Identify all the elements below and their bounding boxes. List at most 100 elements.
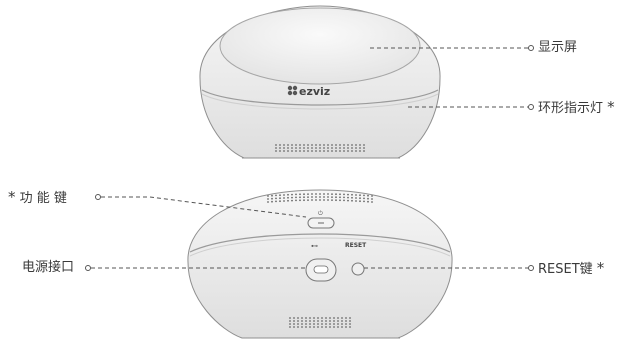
grille-hole bbox=[331, 144, 333, 146]
grille-hole bbox=[341, 326, 343, 328]
grille-hole bbox=[341, 320, 343, 322]
label-function-key-star: * bbox=[8, 188, 16, 206]
label-reset-key-star: * bbox=[596, 259, 605, 277]
grille-hole bbox=[301, 326, 303, 328]
grille-hole bbox=[333, 317, 335, 319]
grille-hole bbox=[317, 326, 319, 328]
grille-hole bbox=[327, 199, 329, 201]
grille-hole bbox=[315, 147, 317, 149]
grille-hole bbox=[289, 320, 291, 322]
grille-hole bbox=[297, 326, 299, 328]
top-device-ring-light bbox=[201, 89, 439, 106]
grille-hole bbox=[311, 196, 313, 198]
grille-hole bbox=[343, 144, 345, 146]
grille-hole bbox=[287, 193, 289, 196]
grille-hole bbox=[267, 198, 269, 200]
grille-hole bbox=[315, 150, 317, 152]
grille-hole bbox=[351, 150, 353, 152]
grille-hole bbox=[279, 194, 281, 197]
grille-hole bbox=[349, 320, 351, 322]
grille-hole bbox=[275, 200, 277, 203]
grille-hole bbox=[319, 150, 321, 152]
grille-hole bbox=[295, 196, 297, 199]
grille-hole bbox=[311, 199, 313, 201]
grille-hole bbox=[347, 199, 349, 202]
grille-hole bbox=[343, 196, 345, 199]
grille-hole bbox=[355, 197, 357, 199]
grille-hole bbox=[321, 317, 323, 319]
grille-hole bbox=[371, 198, 373, 200]
label-power-port-text: 电源接口 bbox=[22, 260, 75, 275]
grille-hole bbox=[291, 144, 293, 146]
grille-hole bbox=[303, 144, 305, 146]
grille-hole bbox=[339, 144, 341, 146]
grille-hole bbox=[301, 320, 303, 322]
grille-hole bbox=[363, 144, 365, 146]
grille-hole bbox=[347, 144, 349, 146]
grille-hole bbox=[343, 150, 345, 152]
grille-hole bbox=[367, 200, 369, 203]
grille-hole bbox=[271, 194, 273, 197]
grille-hole bbox=[323, 193, 325, 195]
reset-button[interactable] bbox=[351, 262, 365, 276]
grille-hole bbox=[309, 323, 311, 325]
grille-hole bbox=[347, 196, 349, 199]
grille-hole bbox=[307, 147, 309, 149]
grille-hole bbox=[355, 147, 357, 149]
grille-hole bbox=[293, 326, 295, 328]
grille-hole bbox=[295, 150, 297, 152]
grille-hole bbox=[325, 323, 327, 325]
grille-hole bbox=[323, 196, 325, 198]
grille-hole bbox=[301, 323, 303, 325]
grille-hole bbox=[363, 150, 365, 152]
grille-hole bbox=[303, 147, 305, 149]
grille-hole bbox=[313, 320, 315, 322]
grille-hole bbox=[283, 194, 285, 196]
grille-hole bbox=[323, 150, 325, 152]
grille-hole bbox=[271, 200, 273, 203]
grille-hole bbox=[283, 150, 285, 152]
grille-hole bbox=[291, 196, 293, 199]
grille-hole bbox=[307, 144, 309, 146]
grille-hole bbox=[319, 193, 321, 195]
grille-hole bbox=[271, 197, 273, 200]
grille-hole bbox=[299, 193, 301, 196]
grille-hole bbox=[331, 196, 333, 199]
grille-hole bbox=[329, 320, 331, 322]
grille-hole bbox=[293, 320, 295, 322]
grille-hole bbox=[289, 323, 291, 325]
grille-hole bbox=[359, 197, 361, 200]
grille-hole bbox=[291, 199, 293, 202]
grille-hole bbox=[287, 196, 289, 199]
grille-hole bbox=[343, 193, 345, 196]
grille-hole bbox=[303, 150, 305, 152]
grille-hole bbox=[311, 144, 313, 146]
grille-hole bbox=[279, 197, 281, 200]
logo-text: ezviz bbox=[299, 85, 330, 98]
grille-hole bbox=[355, 200, 357, 202]
grille-hole bbox=[325, 317, 327, 319]
grille-hole bbox=[311, 150, 313, 152]
grille-hole bbox=[275, 197, 277, 200]
grille-hole bbox=[319, 147, 321, 149]
grille-hole bbox=[351, 147, 353, 149]
grille-hole bbox=[307, 150, 309, 152]
grille-hole bbox=[275, 147, 277, 149]
grille-hole bbox=[275, 144, 277, 146]
grille-hole bbox=[293, 323, 295, 325]
ezviz-logo: ezviz bbox=[287, 85, 330, 98]
rear-top-grille bbox=[267, 193, 373, 203]
grille-hole bbox=[335, 147, 337, 149]
grille-hole bbox=[339, 150, 341, 152]
grille-hole bbox=[279, 150, 281, 152]
grille-hole bbox=[329, 326, 331, 328]
grille-hole bbox=[299, 150, 301, 152]
grille-hole bbox=[317, 320, 319, 322]
grille-hole bbox=[315, 144, 317, 146]
grille-hole bbox=[279, 200, 281, 203]
grille-hole bbox=[367, 197, 369, 200]
grille-hole bbox=[329, 323, 331, 325]
label-function-key: * 功 能 键 bbox=[8, 189, 67, 207]
grille-hole bbox=[339, 193, 341, 196]
